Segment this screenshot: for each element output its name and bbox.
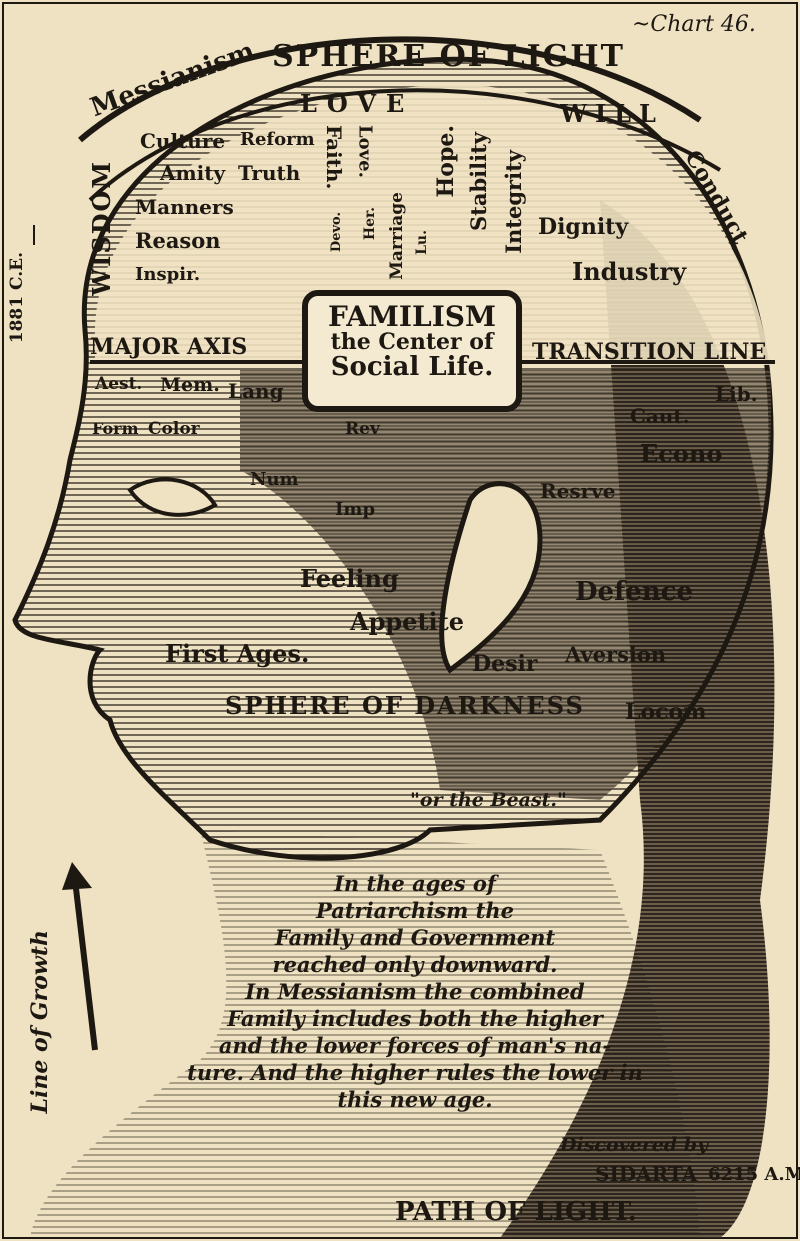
faculty-integrity: Integrity <box>501 150 526 254</box>
faculty-industry: Industry <box>572 257 687 286</box>
faculty-econo: Econo <box>640 439 723 468</box>
faculty-reform: Reform <box>240 129 315 150</box>
faculty-desir: Desir <box>472 651 538 677</box>
faculty-inspir: Inspir. <box>135 264 201 285</box>
faculty-marriage: Marriage <box>387 192 407 280</box>
label-beast: "or the Beast." <box>410 789 567 811</box>
label-love: LOVE <box>300 89 415 118</box>
label-sphere-of-darkness: SPHERE OF DARKNESS <box>225 691 585 720</box>
label-first-ages: First Ages. <box>165 639 310 668</box>
faculty-faith: Faith. <box>322 125 346 190</box>
faculty-amity: Amity <box>160 161 226 185</box>
paragraph-line: Family and Government <box>274 925 556 950</box>
faculty-love: Love. <box>354 125 376 178</box>
faculty-num: Num <box>250 469 299 490</box>
faculty-lu: Lu. <box>414 230 430 255</box>
faculty-defence: Defence <box>575 577 694 607</box>
faculty-lang: Lang <box>228 379 284 403</box>
faculty-form: Form <box>92 419 139 438</box>
faculty-stability: Stability <box>466 132 491 231</box>
faculty-manners: Manners <box>135 195 234 219</box>
faculty-mem: Mem. <box>160 374 220 396</box>
faculty-feeling: Feeling <box>300 564 399 593</box>
paragraph-line: reached only downward. <box>272 952 558 977</box>
credit-discovered-by: Discovered by <box>560 1134 709 1156</box>
center-subtitle: the Center of <box>330 329 494 356</box>
label-date: 1881 C.E. <box>7 252 27 344</box>
label-path-of-light: PATH OF LIGHT. <box>395 1197 637 1227</box>
center-title: FAMILISM <box>327 300 497 333</box>
paragraph-line: Patriarchism the <box>316 898 514 923</box>
label-will: WILL <box>560 99 664 128</box>
faculty-locom: Locom <box>625 699 707 725</box>
faculty-rev: Rev <box>345 419 380 439</box>
credit-date: 6215 A.M. <box>708 1164 800 1185</box>
faculty-her: Her. <box>362 207 378 241</box>
paragraph-line: In Messianism the combined <box>245 979 585 1004</box>
paragraph-line: and the lower forces of man's na- <box>218 1033 612 1058</box>
paragraph-line: In the ages of <box>334 871 496 896</box>
explanatory-paragraph: In the ages of Patriarchism the Family a… <box>180 870 650 1113</box>
faculty-appetite: Appetite <box>350 607 465 636</box>
faculty-aest: Aest. <box>95 374 143 394</box>
faculty-reason: Reason <box>135 228 221 253</box>
faculty-truth: Truth <box>238 161 301 185</box>
faculty-imp: Imp <box>335 499 376 520</box>
faculty-caut: Caut. <box>630 404 690 428</box>
chart-number: ~Chart 46. <box>632 12 756 37</box>
label-line-of-growth: Line of Growth <box>27 930 53 1114</box>
label-wisdom: WISDOM <box>87 160 116 296</box>
label-transition-line: TRANSITION LINE <box>532 339 767 365</box>
faculty-culture: Culture <box>140 129 226 153</box>
faculty-hope: Hope. <box>433 125 459 198</box>
familism-center-box: FAMILISM the Center of Social Life. <box>302 290 522 412</box>
credit-author: SIDARTA <box>595 1162 698 1186</box>
faculty-aversion: Aversion <box>565 642 667 667</box>
faculty-resrve: Resrve <box>540 479 616 503</box>
paragraph-line: ture. And the higher rules the lower in <box>187 1060 643 1085</box>
faculty-devo: Devo. <box>329 212 344 253</box>
label-major-axis: MAJOR AXIS <box>90 334 248 360</box>
faculty-dignity: Dignity <box>538 214 629 240</box>
center-subtitle-2: Social Life. <box>330 352 494 383</box>
paragraph-line: this new age. <box>337 1087 493 1112</box>
label-sphere-of-light: SPHERE OF LIGHT <box>272 39 625 74</box>
faculty-lib: Lib. <box>715 382 758 406</box>
faculty-color: Color <box>148 419 200 439</box>
paragraph-line: Family includes both the higher <box>227 1006 603 1031</box>
